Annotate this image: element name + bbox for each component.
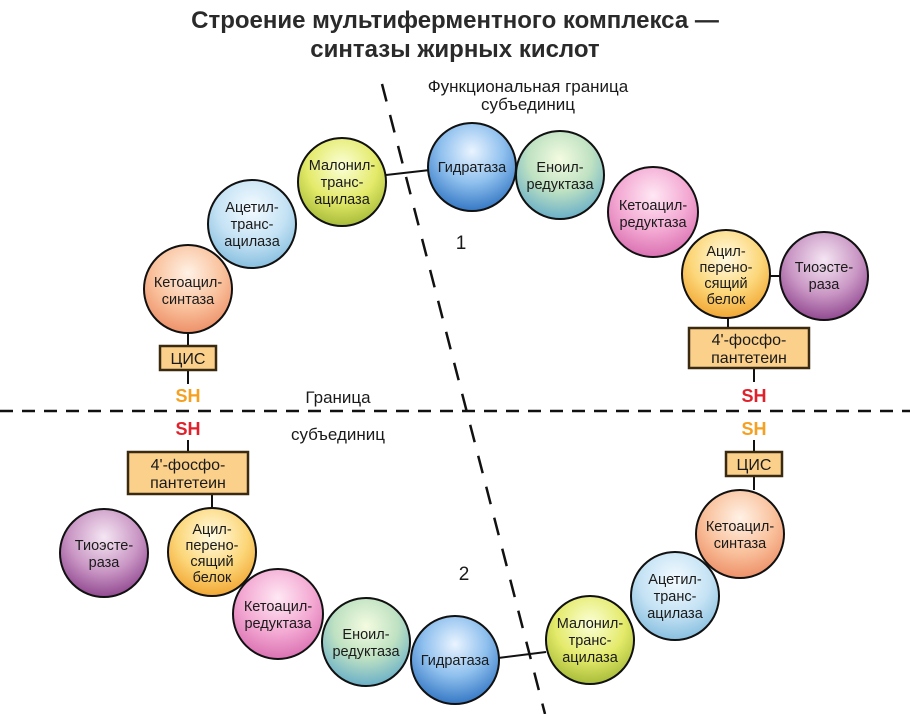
enzyme-label: Ацетил- <box>648 572 702 588</box>
connector-hydratase-malonyl-bottom <box>497 651 547 659</box>
enzyme-hydratase-bottom: Гидратаза <box>410 615 500 705</box>
enzyme-malonyl-transacylase-top: Малонил- транс- ацилаза <box>297 137 387 227</box>
subunit-number-1: 1 <box>456 233 467 254</box>
enzyme-hydratase-top: Гидратаза <box>427 122 517 212</box>
sh-label-bottom-right: SH <box>741 419 766 439</box>
sh-label-bottom-left: SH <box>175 419 200 439</box>
enzyme-label: перено- <box>700 260 753 276</box>
enzyme-label: транс- <box>654 589 697 605</box>
enzyme-ketoacyl-synthase-top: Кетоацил- синтаза <box>143 244 233 334</box>
enzyme-label: ацилаза <box>314 192 370 208</box>
enzyme-label: Ацетил- <box>225 200 279 216</box>
enzyme-ketoacyl-reductase-top: Кетоацил- редуктаза <box>607 166 699 258</box>
enzyme-label: транс- <box>321 175 364 191</box>
subunit-boundary-label-1: Граница <box>305 388 371 407</box>
enzyme-label: транс- <box>231 217 274 233</box>
enzyme-label: Кетоацил- <box>706 519 775 535</box>
enzyme-label: редуктаза <box>332 644 400 660</box>
cys-box-bottom: ЦИС <box>724 450 784 478</box>
enzyme-label: Еноил- <box>342 627 389 643</box>
phospho-label-2: пантетеин <box>711 350 787 367</box>
enzyme-acetyl-transacylase-bottom: Ацетил- транс- ацилаза <box>630 551 720 641</box>
enzyme-label: белок <box>193 570 232 586</box>
enzyme-label: перено- <box>186 538 239 554</box>
enzyme-label: синтаза <box>714 536 767 552</box>
functional-boundary-label-2: субъединиц <box>481 95 575 114</box>
functional-boundary-line <box>380 83 547 714</box>
enzyme-label: Малонил- <box>309 158 376 174</box>
enzyme-label: белок <box>707 292 746 308</box>
enzyme-label: ацилаза <box>647 606 703 622</box>
cys-label: ЦИС <box>171 351 206 368</box>
phospho-label-2: пантетеин <box>150 475 226 492</box>
enzyme-label: синтаза <box>162 292 215 308</box>
enzyme-label: Тиоэсте- <box>795 260 854 276</box>
sh-label-top-right: SH <box>741 386 766 406</box>
enzyme-label: сящий <box>190 554 233 570</box>
phospho-label-1: 4'-фосфо- <box>151 457 226 474</box>
enzyme-label: Кетоацил- <box>154 275 223 291</box>
enzyme-label: Ацил- <box>706 244 746 260</box>
enzyme-label: Еноил- <box>536 160 583 176</box>
enzyme-label: ацилаза <box>562 650 618 666</box>
connector-malonyl-hydratase-top <box>385 169 431 176</box>
enzyme-label: Кетоацил- <box>619 198 688 214</box>
subunit-number-2: 2 <box>459 564 470 585</box>
enzyme-label: Гидратаза <box>438 160 507 176</box>
title-line-1: Строение мультиферментного комплекса — <box>191 7 719 34</box>
phosphopantetheine-box-top: 4'-фосфо- пантетеин <box>687 326 811 370</box>
enzyme-acetyl-transacylase-top: Ацетил- транс- ацилаза <box>207 179 297 269</box>
sh-label-top-left: SH <box>175 386 200 406</box>
cys-box-top: ЦИС <box>158 344 218 372</box>
enzyme-label: раза <box>809 277 841 293</box>
enzyme-label: Кетоацил- <box>244 599 313 615</box>
enzyme-ketoacyl-synthase-bottom: Кетоацил- синтаза <box>695 489 785 579</box>
enzyme-label: редуктаза <box>619 215 687 231</box>
enzyme-enoyl-reductase-bottom: Еноил- редуктаза <box>321 597 411 687</box>
enzyme-label: редуктаза <box>244 616 312 632</box>
subunit-boundary-label-2: субъединиц <box>291 425 385 444</box>
enzyme-label: Гидратаза <box>421 653 490 669</box>
functional-boundary-label-1: Функциональная граница <box>428 77 629 96</box>
cys-label: ЦИС <box>737 457 772 474</box>
enzyme-thioesterase-bottom: Тиоэсте- раза <box>59 508 149 598</box>
enzyme-enoyl-reductase-top: Еноил- редуктаза <box>515 130 605 220</box>
enzyme-label: ацилаза <box>224 234 280 250</box>
enzyme-thioesterase-top: Тиоэсте- раза <box>779 231 869 321</box>
enzyme-ketoacyl-reductase-bottom: Кетоацил- редуктаза <box>232 568 324 660</box>
enzyme-label: раза <box>89 555 121 571</box>
enzyme-malonyl-transacylase-bottom: Малонил- транс- ацилаза <box>545 595 635 685</box>
phosphopantetheine-box-bottom: 4'-фосфо- пантетеин <box>126 450 250 496</box>
enzyme-acyl-carrier-protein-bottom: Ацил- перено- сящий белок <box>167 507 257 597</box>
enzyme-label: редуктаза <box>526 177 594 193</box>
title-line-2: синтазы жирных кислот <box>310 36 600 63</box>
enzyme-label: сящий <box>704 276 747 292</box>
phospho-label-1: 4'-фосфо- <box>712 332 787 349</box>
enzyme-label: транс- <box>569 633 612 649</box>
enzyme-label: Ацил- <box>192 522 232 538</box>
enzyme-acyl-carrier-protein-top: Ацил- перено- сящий белок <box>681 229 771 319</box>
enzyme-label: Тиоэсте- <box>75 538 134 554</box>
enzyme-label: Малонил- <box>557 616 624 632</box>
